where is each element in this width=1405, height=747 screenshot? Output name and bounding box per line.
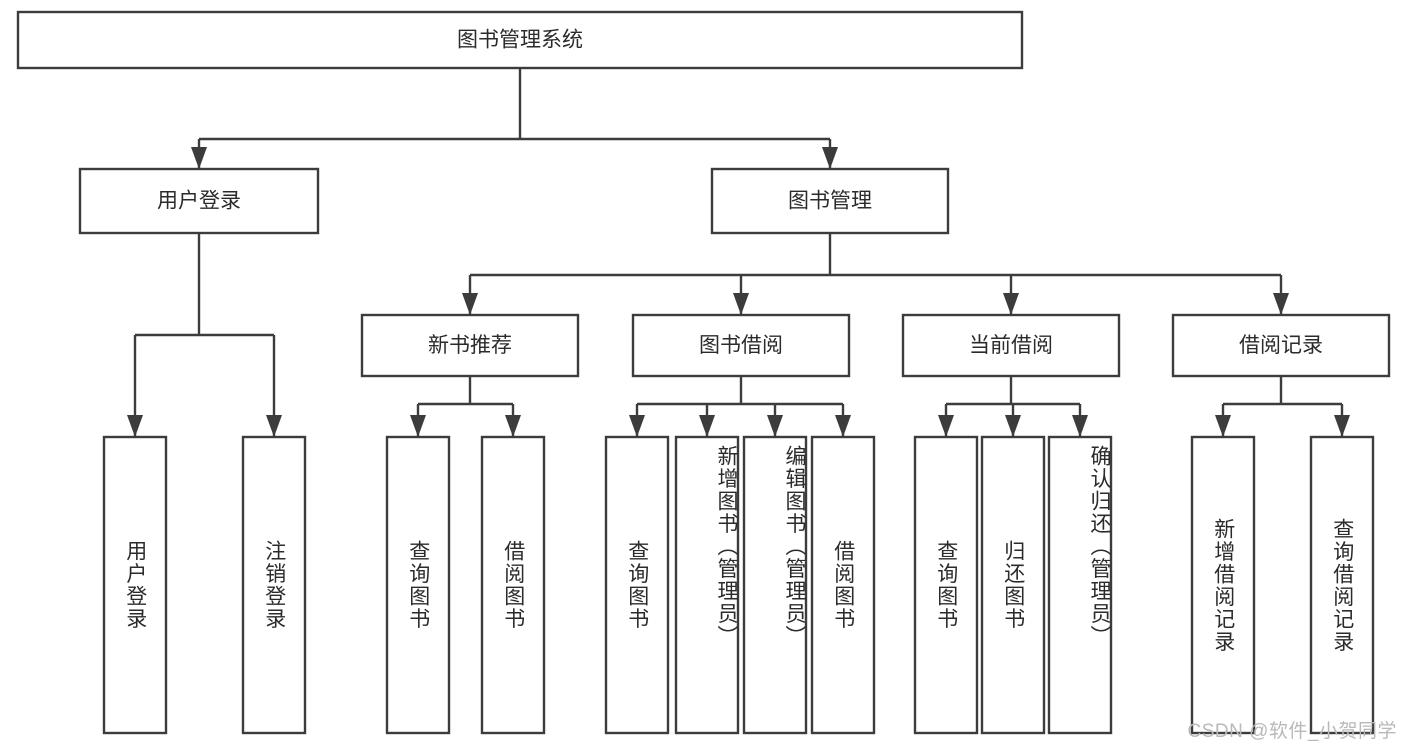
- node-box-leaf-query-book-borrow[interactable]: [604, 435, 670, 735]
- arrow-head-book-borrow-1: [699, 415, 715, 437]
- arrow-head-root-1: [822, 147, 838, 169]
- node-label-user-login: 用户登录: [157, 190, 241, 213]
- arrow-head-book-management-0: [462, 293, 478, 315]
- node-label-root: 图书管理系统: [457, 29, 583, 52]
- node-box-root[interactable]: [16, 10, 1024, 70]
- boxes-layer: [16, 10, 1391, 735]
- node-box-leaf-query-book-recommend[interactable]: [385, 435, 451, 735]
- node-box-leaf-return-book[interactable]: [980, 435, 1046, 735]
- arrow-head-book-management-1: [733, 293, 749, 315]
- arrow-head-borrow-record-1: [1334, 415, 1350, 437]
- arrow-head-current-borrow-0: [938, 415, 954, 437]
- arrow-head-borrow-record-0: [1215, 415, 1231, 437]
- node-box-leaf-add-book-admin[interactable]: [674, 435, 740, 735]
- node-box-leaf-query-borrow-record[interactable]: [1309, 435, 1375, 735]
- node-label-book-borrow: 图书借阅: [699, 334, 783, 357]
- arrow-head-book-management-3: [1273, 293, 1289, 315]
- connectors-layer: [127, 68, 1350, 437]
- node-label-book-management: 图书管理: [788, 190, 872, 213]
- node-box-borrow-record[interactable]: [1171, 313, 1391, 378]
- arrow-head-book-management-2: [1003, 293, 1019, 315]
- node-box-book-management[interactable]: [710, 167, 950, 235]
- node-box-leaf-user-login[interactable]: [102, 435, 168, 735]
- arrow-head-user-login-0: [127, 415, 143, 437]
- node-box-leaf-query-book-current[interactable]: [913, 435, 979, 735]
- node-label-new-book-recommend: 新书推荐: [428, 334, 512, 357]
- node-box-leaf-edit-book-admin[interactable]: [742, 435, 808, 735]
- arrow-head-current-borrow-2: [1072, 415, 1088, 437]
- node-label-borrow-record: 借阅记录: [1239, 334, 1323, 357]
- arrow-head-book-borrow-3: [835, 415, 851, 437]
- node-box-current-borrow[interactable]: [901, 313, 1121, 378]
- node-box-user-login[interactable]: [78, 167, 320, 235]
- arrow-head-book-borrow-0: [629, 415, 645, 437]
- watermark-text: CSDN @软件_小贺同学: [1187, 721, 1397, 742]
- arrow-head-root-0: [191, 147, 207, 169]
- node-box-leaf-confirm-return-admin[interactable]: [1047, 435, 1113, 735]
- node-box-book-borrow[interactable]: [631, 313, 851, 378]
- node-box-leaf-borrow-book-recommend[interactable]: [480, 435, 546, 735]
- node-box-leaf-borrow-book[interactable]: [810, 435, 876, 735]
- node-box-leaf-logout[interactable]: [241, 435, 307, 735]
- arrow-head-book-borrow-2: [767, 415, 783, 437]
- arrow-head-user-login-1: [266, 415, 282, 437]
- arrow-head-new-book-recommend-1: [505, 415, 521, 437]
- node-box-new-book-recommend[interactable]: [360, 313, 580, 378]
- arrow-head-current-borrow-1: [1005, 415, 1021, 437]
- arrow-head-new-book-recommend-0: [410, 415, 426, 437]
- node-label-current-borrow: 当前借阅: [969, 334, 1053, 357]
- node-box-leaf-add-borrow-record[interactable]: [1190, 435, 1256, 735]
